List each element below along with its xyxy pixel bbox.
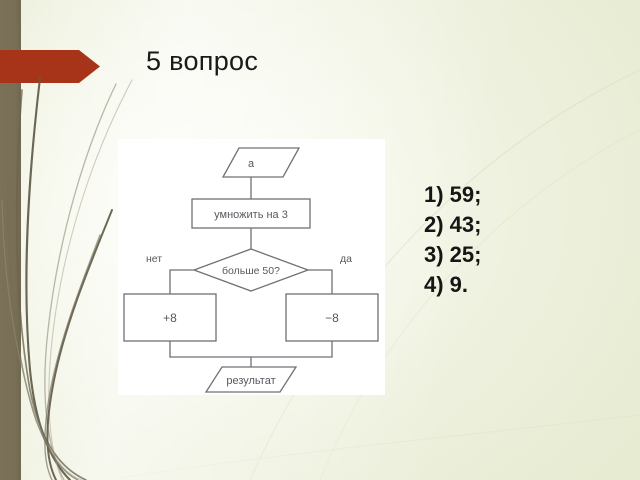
page-title: 5 вопрос	[146, 46, 259, 76]
edge-plus8-to-output	[169, 341, 251, 358]
edge-decision-yes	[308, 269, 333, 294]
node-branch-no-label: +8	[163, 311, 177, 325]
answer-option: 1) 59;	[424, 182, 482, 207]
answer-option: 3) 25;	[424, 242, 482, 267]
node-output-shape	[204, 366, 298, 393]
node-process-label: умножить на 3	[214, 209, 288, 221]
node-input-label: а	[248, 158, 255, 170]
answer-option: 2) 43;	[424, 212, 482, 237]
edge-label-yes: да	[340, 253, 352, 265]
title-arrow-banner	[0, 50, 100, 83]
edge-decision-no	[169, 269, 194, 294]
node-branch-yes-label: −8	[325, 311, 339, 325]
answer-options-list: 1) 59; 2) 43; 3) 25; 4) 9.	[424, 180, 481, 300]
node-decision-shape	[192, 248, 310, 292]
node-branch-no-shape	[123, 293, 217, 342]
node-branch-yes-shape	[285, 293, 379, 342]
flowchart-image-panel: а умножить на 3 больше 50? нет да +8 −8 …	[118, 139, 385, 395]
edge-minus8-to-output	[251, 341, 333, 358]
node-output-label: результат	[226, 375, 275, 387]
flowchart-diagram: а умножить на 3 больше 50? нет да +8 −8 …	[123, 147, 379, 393]
node-decision-label: больше 50?	[222, 265, 280, 277]
answer-option: 4) 9.	[424, 272, 469, 297]
edge-label-no: нет	[146, 253, 162, 265]
node-process-shape	[191, 198, 311, 229]
node-input-shape	[221, 147, 301, 178]
